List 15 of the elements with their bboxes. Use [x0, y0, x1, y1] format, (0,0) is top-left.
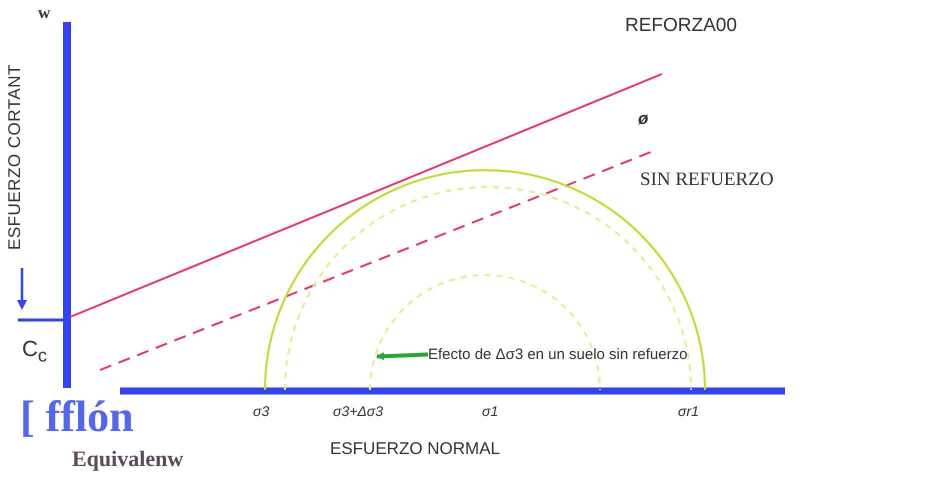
subheading-text: Equivalenw — [72, 448, 184, 470]
axis-title: ESFUERZO NORMAL — [330, 440, 500, 457]
tick-label: σ3+Δσ3 — [333, 404, 384, 418]
tick-label: σr1 — [678, 404, 699, 418]
line-label: SIN REFUERZO — [640, 170, 774, 189]
annotation-label: REFORZA00 — [625, 16, 737, 35]
tick-label: σ1 — [482, 404, 498, 418]
angle-label: ø — [638, 110, 648, 127]
axis-label: w — [38, 4, 50, 21]
leader-arrow — [376, 352, 428, 360]
heading-text: [ fflón — [20, 395, 134, 439]
axis-title: ESFUERZO CORTANT — [6, 63, 23, 250]
annotation-text: Efecto de Δσ3 en un suelo sin refuerzo — [428, 347, 688, 362]
cohesion-label: C$_{c}$ — [22, 338, 48, 365]
tick-label: σ3 — [253, 404, 270, 418]
